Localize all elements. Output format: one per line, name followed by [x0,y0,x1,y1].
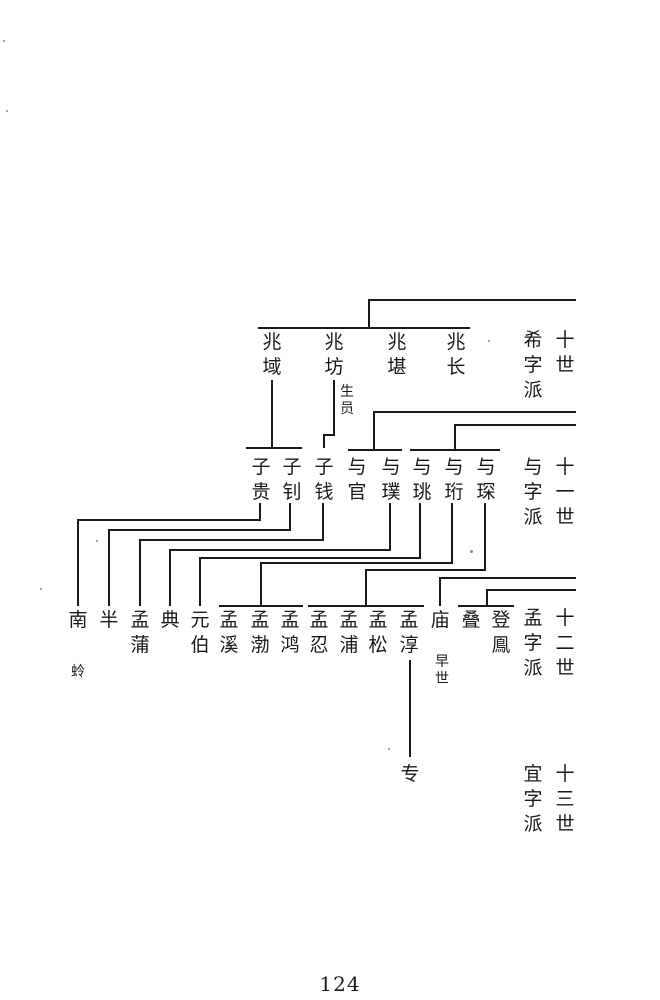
person-yutiao: 与珧 [412,456,432,503]
person-dian: 典 [160,609,180,631]
person-zizhao: 子钊 [282,456,302,503]
note-shengyuan: 生员 [340,384,354,417]
person-zigui: 子贵 [251,456,271,503]
person-dengfeng: 登鳯 [491,609,511,656]
line-g12-trunk-d [486,589,576,606]
person-mengsong: 孟松 [368,609,388,656]
line-ziqian-down [139,503,324,606]
line-yuheng-down [260,503,453,606]
person-yushen: 与琛 [476,456,496,503]
person-zhaoyu: 兆域 [262,331,282,378]
person-zhaofang: 兆坊 [324,331,344,378]
person-mengpu2: 孟蒲 [130,609,150,656]
person-yuheng: 与珩 [444,456,464,503]
person-miao: 庙 [430,609,450,631]
gen-label-13: 十三世 [555,763,575,835]
scan-speck [470,550,473,553]
person-mengchun: 孟淳 [399,609,419,656]
person-menghong: 孟鸿 [280,609,300,656]
scan-speck [3,40,5,42]
person-ban: 半 [99,609,119,631]
gen-label-11: 十一世 [555,456,575,528]
group-label-11: 与字派 [523,456,543,528]
page-number: 124 [319,972,361,996]
person-yupu: 与璞 [381,456,401,503]
person-zhaochang: 兆长 [446,331,466,378]
line-yupu-down [169,503,391,606]
person-zhuan: 专 [400,763,420,785]
line-g12-trunk-c [439,577,576,606]
person-mengren: 孟忍 [309,609,329,656]
line-zigui-down [77,503,261,606]
scan-speck [96,540,98,542]
line-yutiao-down [199,503,421,606]
line-g11-trunk-a [373,411,576,450]
group-label-12: 孟字派 [523,607,543,679]
group-label-13: 宜字派 [523,763,543,835]
group-label-10: 希字派 [523,329,543,401]
gen-label-12: 十二世 [555,607,575,679]
line-zhaofang-son [323,380,335,448]
scan-speck [40,588,42,590]
person-zhaokan: 兆堪 [387,331,407,378]
scan-speck [6,110,8,112]
scan-speck [388,748,390,750]
person-mengpu: 孟浦 [339,609,359,656]
line-g10-trunk [368,299,576,328]
line-g11-trunk-b [454,424,576,450]
person-mengbo: 孟渤 [250,609,270,656]
person-nan: 南 [68,609,88,631]
person-yuanbo: 元伯 [190,609,210,656]
person-mengxi: 孟溪 [219,609,239,656]
line-zizhao-down [108,503,291,606]
person-ziqian: 子钱 [314,456,334,503]
person-die: 叠 [461,609,481,631]
person-yuguan: 与官 [347,456,367,503]
line-yushen-down [365,503,486,606]
gen-label-10: 十世 [555,329,575,376]
note-zaoshi: 早世 [435,654,449,687]
note-ling: 蛉 [71,664,85,680]
scan-speck [488,340,490,342]
